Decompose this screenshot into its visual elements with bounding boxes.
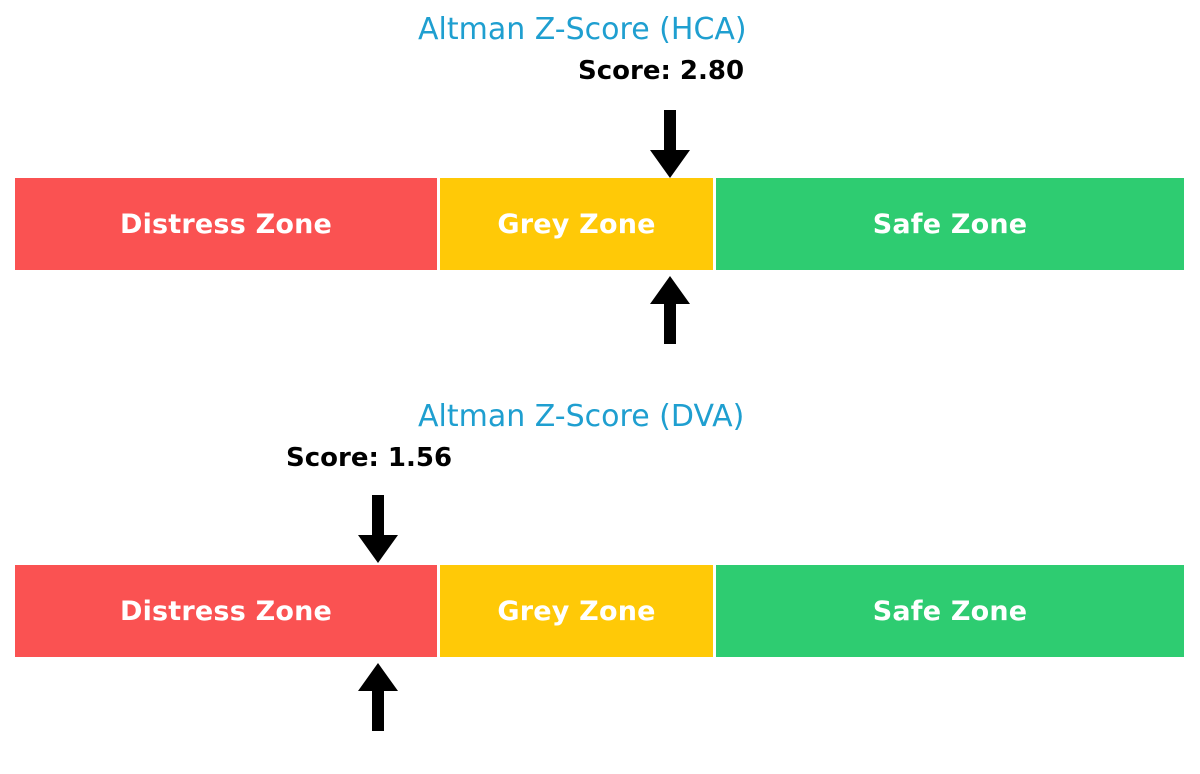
chart-panel-hca: Altman Z-Score (HCA) Score: 2.80 Distres… bbox=[15, 12, 1184, 344]
zone-label: Safe Zone bbox=[872, 595, 1028, 627]
zone-grey-hca: Grey Zone bbox=[440, 178, 713, 270]
chart-title-hca: Altman Z-Score (HCA) bbox=[418, 12, 747, 47]
score-label-hca: Score: 2.80 bbox=[578, 56, 745, 86]
zone-grey-dva: Grey Zone bbox=[440, 565, 713, 657]
zone-distress-dva: Distress Zone bbox=[15, 565, 437, 657]
zone-distress-hca: Distress Zone bbox=[15, 178, 437, 270]
zone-label: Distress Zone bbox=[119, 595, 333, 627]
zone-safe-dva: Safe Zone bbox=[716, 565, 1184, 657]
zone-label: Safe Zone bbox=[872, 208, 1028, 240]
zone-label: Distress Zone bbox=[119, 208, 333, 240]
zone-label: Grey Zone bbox=[497, 595, 656, 627]
chart-title-dva: Altman Z-Score (DVA) bbox=[418, 399, 745, 434]
arrow-up-icon bbox=[646, 274, 694, 344]
arrow-down-icon bbox=[646, 110, 694, 180]
score-label-dva: Score: 1.56 bbox=[286, 443, 453, 473]
arrow-down-icon bbox=[354, 495, 402, 565]
arrow-up-icon bbox=[354, 661, 402, 731]
chart-panel-dva: Altman Z-Score (DVA) Score: 1.56 Distres… bbox=[0, 387, 1200, 774]
zone-label: Grey Zone bbox=[497, 208, 656, 240]
zone-safe-hca: Safe Zone bbox=[716, 178, 1184, 270]
